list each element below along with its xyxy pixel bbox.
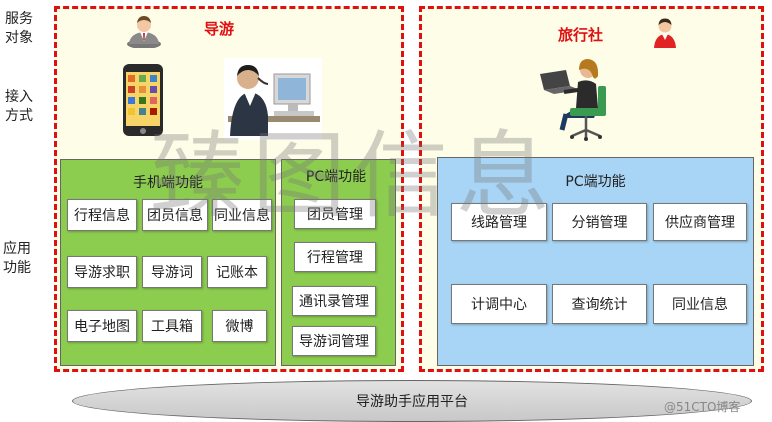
pc-item-script-management: 导游词管理 — [292, 326, 376, 356]
agency-item-query-statistics: 查询统计 — [552, 284, 647, 324]
mobile-item-member-info: 团员信息 — [142, 199, 208, 231]
pc-user-icon — [224, 58, 322, 140]
platform-label: 导游助手应用平台 — [356, 394, 468, 410]
mobile-item-job-seeking: 导游求职 — [67, 256, 137, 288]
agency-pc-panel-title: PC端功能 — [565, 174, 626, 190]
agency-item-distribution-management: 分销管理 — [552, 203, 647, 241]
agency-item-dispatch-center: 计调中心 — [451, 284, 547, 324]
smartphone-icon — [123, 64, 163, 136]
row-label-app-function: 应用 功能 — [3, 241, 31, 276]
mobile-item-peer-info: 同业信息 — [212, 199, 272, 231]
laptop-user-icon — [540, 59, 606, 141]
pc-item-member-management: 团员管理 — [294, 199, 376, 229]
platform-ellipse: 导游助手应用平台 — [72, 380, 752, 422]
agency-title: 旅行社 — [558, 26, 604, 44]
agency-item-route-management: 线路管理 — [451, 203, 547, 241]
agency-item-peer-info: 同业信息 — [653, 284, 747, 324]
guide-avatar-icon — [127, 16, 161, 48]
mobile-item-guide-script: 导游词 — [142, 256, 202, 288]
mobile-item-itinerary-info: 行程信息 — [67, 199, 137, 231]
mobile-panel-title: 手机端功能 — [133, 175, 203, 191]
agency-avatar-icon — [654, 18, 676, 48]
guide-title: 导游 — [204, 20, 235, 38]
credit-text: @51CTO博客 — [664, 400, 741, 414]
pc-item-itinerary-management: 行程管理 — [294, 242, 376, 272]
mobile-item-account-book: 记账本 — [207, 256, 267, 288]
mobile-item-e-map: 电子地图 — [67, 310, 137, 342]
watermark: 臻图信息 — [150, 122, 559, 231]
row-label-access-method: 接入 方式 — [5, 89, 33, 124]
agency-item-supplier-management: 供应商管理 — [653, 203, 747, 241]
agency-pc-function-panel — [437, 157, 754, 366]
guide-pc-panel-title: PC端功能 — [305, 169, 367, 185]
mobile-item-toolbox: 工具箱 — [142, 310, 202, 342]
pc-item-contacts-management: 通讯录管理 — [292, 286, 376, 316]
row-label-service-target: 服务 对象 — [5, 11, 33, 46]
mobile-item-weibo: 微博 — [212, 310, 267, 342]
